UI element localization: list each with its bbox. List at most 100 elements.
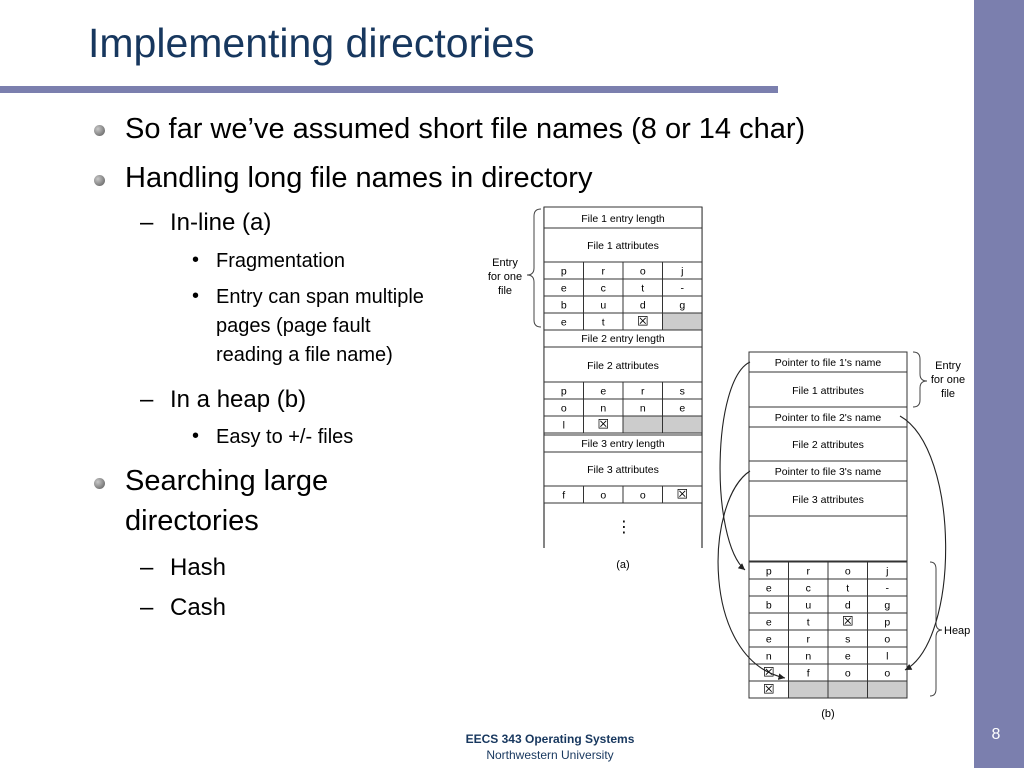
pointer-arrow-file1 [719, 361, 751, 571]
figure-a-file1-char: - [681, 283, 685, 295]
figure-b-heap-char: u [805, 600, 811, 612]
pointer-arrow-file2 [899, 415, 947, 671]
figure-a-entry-label-2: for one [488, 271, 522, 283]
figure-a-entry-label-1: Entry [492, 257, 518, 269]
figure-a-file1-char: g [679, 300, 685, 312]
figure-b-heap-char: t [846, 583, 849, 595]
sub-bullet-hash: Hash [170, 554, 227, 581]
figure-b-heap-char: j [885, 566, 888, 578]
item-span-pages-3: reading a file name) [216, 344, 393, 366]
figure-a-file2-char: e [679, 403, 685, 415]
figure-b-heap-char: o [845, 566, 851, 578]
figure-a-file1-char: r [602, 266, 606, 278]
figure-a-file3-length: File 3 entry length [581, 438, 665, 450]
figure-b-entry-label-2: for one [931, 374, 965, 386]
figure-b-heap-char: n [766, 651, 772, 663]
title-rule [0, 86, 778, 93]
figure-b-heap-char: o [845, 668, 851, 680]
figure-b-directory: Pointer to file 1's name File 1 attribut… [748, 351, 908, 562]
figure-a-file1-char: o [640, 266, 646, 278]
side-bar [974, 0, 1024, 768]
figure-b-heap-char: s [845, 634, 850, 646]
figure-b-caption: (b) [821, 708, 834, 720]
figure-a-file2-char: r [641, 386, 645, 398]
char-cell [662, 312, 703, 331]
figure-b-heap-brace [929, 561, 943, 697]
figure-b-ptr3: Pointer to file 3's name [775, 466, 882, 478]
figure-b-heap-char: e [766, 583, 772, 595]
figure-b-heap-char: l [886, 651, 888, 663]
figure-a-ellipsis: ⋮ [616, 519, 632, 536]
figure-a-file3-char: ☒ [676, 487, 688, 502]
dash-marker: – [140, 554, 154, 581]
figure-a-file1-char: ☒ [637, 314, 649, 329]
bullet-marker [94, 125, 105, 136]
char-cell [662, 485, 703, 504]
item-span-pages-1: Entry can span multiple [216, 286, 424, 308]
figure-a-file2-char: ☒ [597, 417, 609, 432]
bullet-searching-2: directories [125, 505, 259, 537]
dot-marker: • [192, 249, 200, 271]
figure-b-heap-char: b [766, 600, 772, 612]
figure-b-heap-char: o [884, 668, 890, 680]
figure-b-heap-char: e [845, 651, 851, 663]
item-fragmentation: Fragmentation [216, 250, 345, 272]
figure-b-heap-char: e [766, 634, 772, 646]
figure-b-entry-brace [912, 351, 928, 408]
sub-bullet-inline: In-line (a) [170, 209, 272, 236]
dot-marker: • [192, 285, 200, 307]
figure-b-heap-char: t [807, 617, 810, 629]
figure-b-heap-char: r [807, 634, 811, 646]
figure-a-file1-char: e [561, 283, 567, 295]
figure-a-brace [526, 208, 542, 328]
figure-b-heap-char: n [805, 651, 811, 663]
figure-b-attrs3: File 3 attributes [792, 494, 864, 506]
sub-bullet-heap: In a heap (b) [170, 386, 307, 413]
footer-course: EECS 343 Operating Systems [465, 732, 635, 746]
char-cell [788, 680, 829, 699]
figure-a-file2-char: o [561, 403, 567, 415]
char-cell [662, 415, 703, 434]
figure-a-file1-char: j [680, 266, 683, 278]
figure-b-heap-char: p [766, 566, 772, 578]
figure-a-file1-char: e [561, 317, 567, 329]
figure-b-ptr1: Pointer to file 1's name [775, 357, 882, 369]
sub-bullet-cash: Cash [170, 594, 227, 621]
bullet-searching-1: Searching large [125, 465, 329, 497]
figure-a-file1-char: t [641, 283, 644, 295]
dash-marker: – [140, 386, 154, 413]
item-easy-files: Easy to +/- files [216, 426, 354, 448]
figure-b-heap-char: p [884, 617, 890, 629]
figure-b-heap-char: e [766, 617, 772, 629]
figure-a-file2-attrs: File 2 attributes [587, 360, 659, 372]
slide-number: 8 [991, 726, 1001, 743]
figure-b-heap-char: - [886, 583, 890, 595]
item-span-pages-2: pages (page fault [216, 315, 371, 337]
bullet-marker [94, 478, 105, 489]
figure-b-heap-char: ☒ [763, 682, 775, 697]
char-cell [867, 680, 908, 699]
figure-b-heap-char: ☒ [842, 614, 854, 629]
figure-a-file3-attrs: File 3 attributes [587, 464, 659, 476]
figure-b-attrs2: File 2 attributes [792, 439, 864, 451]
figure-a-file2-char: l [563, 420, 565, 432]
figure-b-heap-char: r [807, 566, 811, 578]
bullet-marker [94, 175, 105, 186]
figure-b-pointer-arrows [717, 361, 947, 680]
figure-a-file1-char: c [601, 283, 606, 295]
footer-school: Northwestern University [486, 748, 614, 762]
slide-title: Implementing directories [88, 20, 535, 66]
figure-a-file2-char: n [640, 403, 646, 415]
figure-b-ptr2: Pointer to file 2's name [775, 412, 882, 424]
figure-a-file2-char: n [600, 403, 606, 415]
figure-a-entry-label-3: file [498, 285, 512, 297]
figure-a-file1-attrs: File 1 attributes [587, 240, 659, 252]
figure-b-heap-char: c [806, 583, 811, 595]
figure-b-heap-char: f [807, 668, 810, 680]
